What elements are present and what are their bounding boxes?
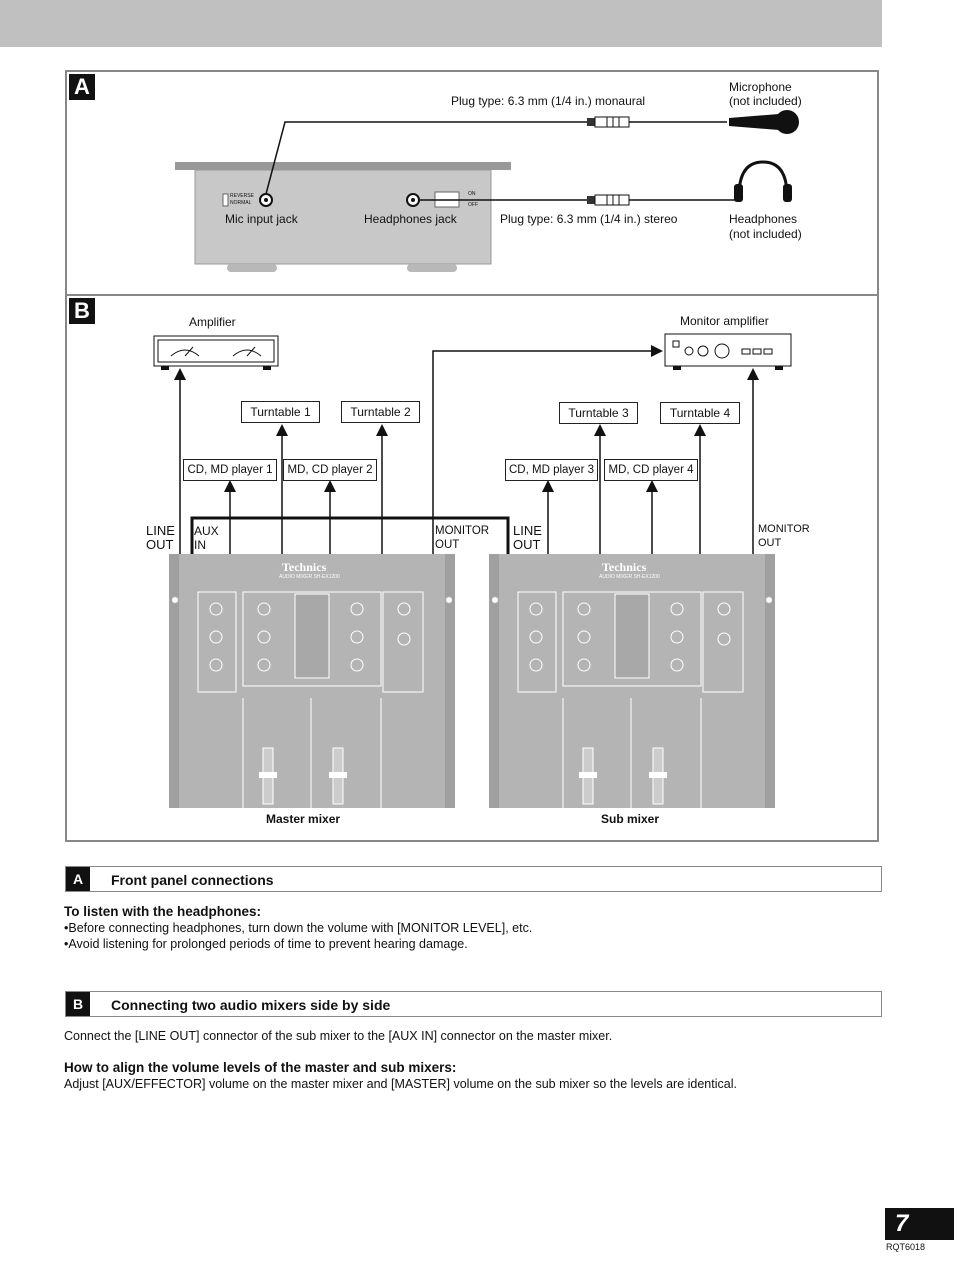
figure-b-letter: B: [69, 298, 95, 324]
sub-line-out-label-2: OUT: [513, 537, 541, 552]
player1-box: CD, MD player 1: [183, 459, 277, 481]
sub-brand: Technics: [602, 560, 647, 574]
section-a-title: Front panel connections: [111, 872, 274, 888]
section-b-subhead: How to align the volume levels of the ma…: [64, 1060, 457, 1075]
section-a-bullet-1: •Before connecting headphones, turn down…: [64, 921, 533, 935]
master-monitor-out-label-2: OUT: [435, 539, 460, 551]
sub-monitor-out-label-2: OUT: [758, 537, 782, 549]
plug-mono-label: Plug type: 6.3 mm (1/4 in.) monaural: [451, 94, 646, 108]
sub-model: AUDIO MIXER SH-EX1200: [599, 574, 660, 580]
turntable3-box: Turntable 3: [559, 402, 638, 424]
section-a-tag: A: [66, 867, 90, 891]
figure-a: A: [65, 70, 879, 296]
headphones-jack-label: Headphones jack: [364, 212, 457, 226]
microphone-label: Microphone: [729, 80, 792, 94]
switch-off-label: OFF: [468, 202, 478, 208]
sub-line-out-label-1: LINE: [513, 523, 542, 538]
plug-stereo-label: Plug type: 6.3 mm (1/4 in.) stereo: [500, 212, 678, 226]
section-b-body-2: Adjust [AUX/EFFECTOR] volume on the mast…: [64, 1077, 737, 1091]
sub-mixer-label: Sub mixer: [601, 812, 660, 826]
switch-on-label: ON: [468, 191, 476, 197]
amplifier-label: Amplifier: [189, 315, 236, 329]
section-a-header: A Front panel connections: [65, 866, 882, 892]
figure-a-letter: A: [69, 74, 95, 100]
section-b-header: B Connecting two audio mixers side by si…: [65, 991, 882, 1017]
player3-box: CD, MD player 3: [505, 459, 598, 481]
document-code: RQT6018: [886, 1242, 926, 1252]
player4-box: MD, CD player 4: [604, 459, 698, 481]
page-number: 7: [885, 1208, 954, 1240]
figure-b: B: [65, 294, 879, 842]
header-band: [0, 0, 882, 47]
headphones-note: (not included): [729, 227, 802, 241]
master-brand: Technics: [282, 560, 327, 574]
sub-monitor-out-label-1: MONITOR: [758, 523, 810, 535]
aux-in-label-1: AUX: [194, 524, 219, 538]
master-line-out-label-2: OUT: [146, 537, 174, 552]
turntable1-box: Turntable 1: [241, 401, 320, 423]
section-b-title: Connecting two audio mixers side by side: [111, 997, 391, 1013]
section-a-bullet-2: •Avoid listening for prolonged periods o…: [64, 937, 468, 951]
mic-jack-label: Mic input jack: [225, 212, 298, 226]
master-mixer-label: Master mixer: [266, 812, 341, 826]
master-line-out-label-1: LINE: [146, 523, 175, 538]
switch-reverse-label: REVERSE: [230, 193, 254, 199]
master-model: AUDIO MIXER SH-EX1200: [279, 574, 340, 580]
front-panel-diagram: [175, 110, 799, 272]
monitor-amplifier-label: Monitor amplifier: [680, 314, 769, 328]
aux-in-label-2: IN: [194, 538, 206, 552]
section-b-tag: B: [66, 992, 90, 1016]
microphone-note: (not included): [729, 94, 802, 108]
switch-normal-label: NORMAL: [230, 200, 252, 206]
section-a-subhead: To listen with the headphones:: [64, 904, 262, 919]
section-b-body: Connect the [LINE OUT] connector of the …: [64, 1029, 613, 1043]
turntable4-box: Turntable 4: [660, 402, 740, 424]
mixer-connection-diagram: [153, 333, 792, 808]
turntable2-box: Turntable 2: [341, 401, 420, 423]
headphones-label: Headphones: [729, 212, 798, 226]
player2-box: MD, CD player 2: [283, 459, 377, 481]
master-monitor-out-label-1: MONITOR: [435, 525, 490, 537]
